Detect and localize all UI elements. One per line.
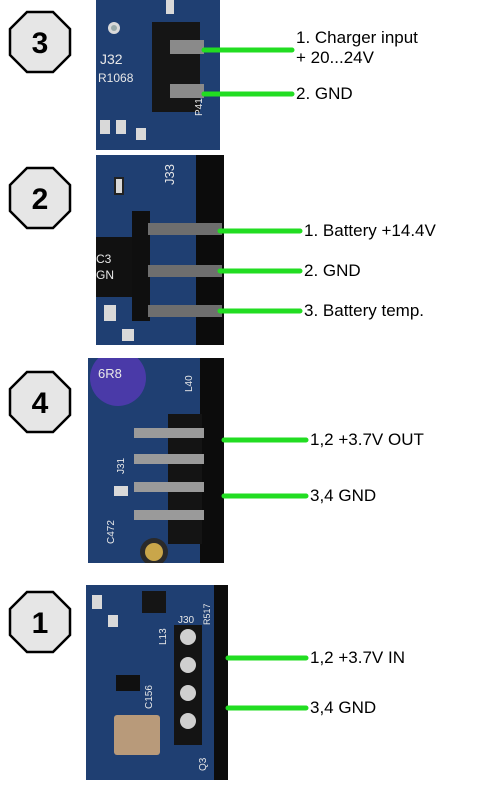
silkscreen-p41: P41 xyxy=(194,98,205,116)
pin-label-out-plus: 1,2 +3.7V OUT xyxy=(310,430,424,450)
silkscreen-r1068: R1068 xyxy=(98,71,134,85)
silkscreen-l40: L40 xyxy=(184,375,195,392)
pin-label-charger-input: 1. Charger input + 20...24V xyxy=(296,28,418,68)
pin-label-line: 2. GND xyxy=(304,261,361,280)
pin-label-line: 3,4 GND xyxy=(310,698,377,717)
pin-label-line: 1,2 +3.7V OUT xyxy=(310,430,424,449)
badge-number: 4 xyxy=(32,387,49,420)
pin-label-line: 3,4 GND xyxy=(310,486,377,505)
board-photo-j31: 6R8 L40 J31 C472 xyxy=(88,358,224,563)
silkscreen-c472: C472 xyxy=(106,520,117,544)
pin-label-line: 1,2 +3.7V IN xyxy=(310,648,405,667)
badge-section-1: 1 xyxy=(8,590,72,654)
board-photo-j32: J32 R1068 P41 xyxy=(96,0,220,150)
silkscreen-q3: Q3 xyxy=(198,757,209,771)
silkscreen-gn: GN xyxy=(96,268,114,282)
badge-number: 3 xyxy=(32,27,49,60)
silkscreen-l13: L13 xyxy=(158,628,169,645)
pin-label-battery-temp: 3. Battery temp. xyxy=(304,301,424,321)
silkscreen-r517: R517 xyxy=(202,603,212,625)
badge-number: 2 xyxy=(32,183,49,216)
pin-label-out-gnd: 3,4 GND xyxy=(310,486,376,506)
silkscreen-j31: J31 xyxy=(116,457,127,474)
silkscreen-j30: J30 xyxy=(178,615,195,626)
pin-label-line: 3. Battery temp. xyxy=(304,301,424,320)
pin-label-line: 2. GND xyxy=(296,84,353,103)
badge-number: 1 xyxy=(32,607,49,640)
pin-label-line: 1. Battery +14.4V xyxy=(304,221,436,240)
pin-label-battery-gnd: 2. GND xyxy=(304,261,361,281)
badge-section-3: 3 xyxy=(8,10,72,74)
pin-label-in-gnd: 3,4 GND xyxy=(310,698,376,718)
silkscreen-j33: J33 xyxy=(162,164,177,185)
silkscreen-j32: J32 xyxy=(100,51,123,67)
pin-label-line: 1. Charger input xyxy=(296,28,418,47)
badge-section-4: 4 xyxy=(8,370,72,434)
badge-section-2: 2 xyxy=(8,166,72,230)
silkscreen-c156: C156 xyxy=(144,685,155,709)
pin-label-line: + 20...24V xyxy=(296,48,374,67)
silkscreen-6r8: 6R8 xyxy=(98,366,122,381)
silkscreen-c3: C3 xyxy=(96,252,112,266)
board-photo-j30: R517 L13 J30 C156 Q3 xyxy=(86,585,228,780)
pin-label-in-plus: 1,2 +3.7V IN xyxy=(310,648,405,668)
board-photo-j33: J33 C3 GN xyxy=(96,155,224,345)
pin-label-charger-gnd: 2. GND xyxy=(296,84,353,104)
pin-label-battery-plus: 1. Battery +14.4V xyxy=(304,221,436,241)
